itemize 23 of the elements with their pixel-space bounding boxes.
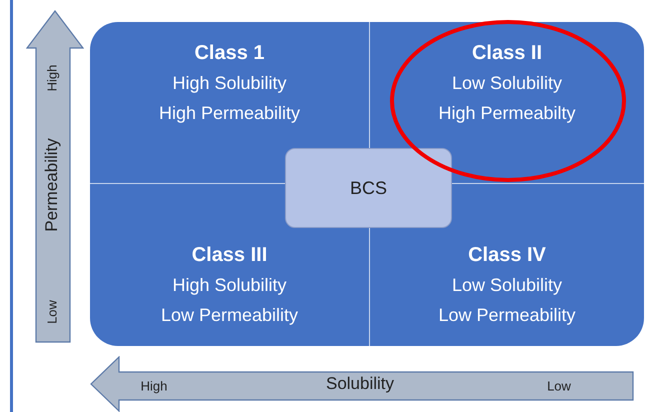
solubility-arrow (90, 356, 634, 412)
class-property: High Solubility (172, 72, 287, 95)
class-property: High Permeabilty (438, 102, 576, 125)
center-label: BCS (350, 178, 387, 198)
permeability-arrow (26, 10, 84, 343)
class-property: Low Solubility (452, 72, 562, 95)
class-title: Class 1 (194, 41, 265, 66)
axis-label: High (44, 64, 60, 92)
matrix-panel (90, 22, 644, 346)
class-title: Class III (192, 243, 268, 268)
axis-label: High (140, 378, 168, 394)
center-box (285, 148, 452, 228)
class-property: Low Solubility (452, 274, 562, 297)
class-property: Low Permeability (438, 304, 576, 327)
class-title: Class IV (468, 243, 546, 268)
axis-label: Permeability (42, 138, 62, 232)
axis-label: Solubility (326, 374, 394, 394)
class-title: Class II (472, 41, 542, 66)
class-property: High Solubility (172, 274, 287, 297)
axis-label: Low (547, 378, 571, 394)
class-property: Low Permeability (160, 304, 298, 327)
axis-label: Low (44, 300, 60, 324)
class-property: High Permeability (158, 102, 300, 125)
